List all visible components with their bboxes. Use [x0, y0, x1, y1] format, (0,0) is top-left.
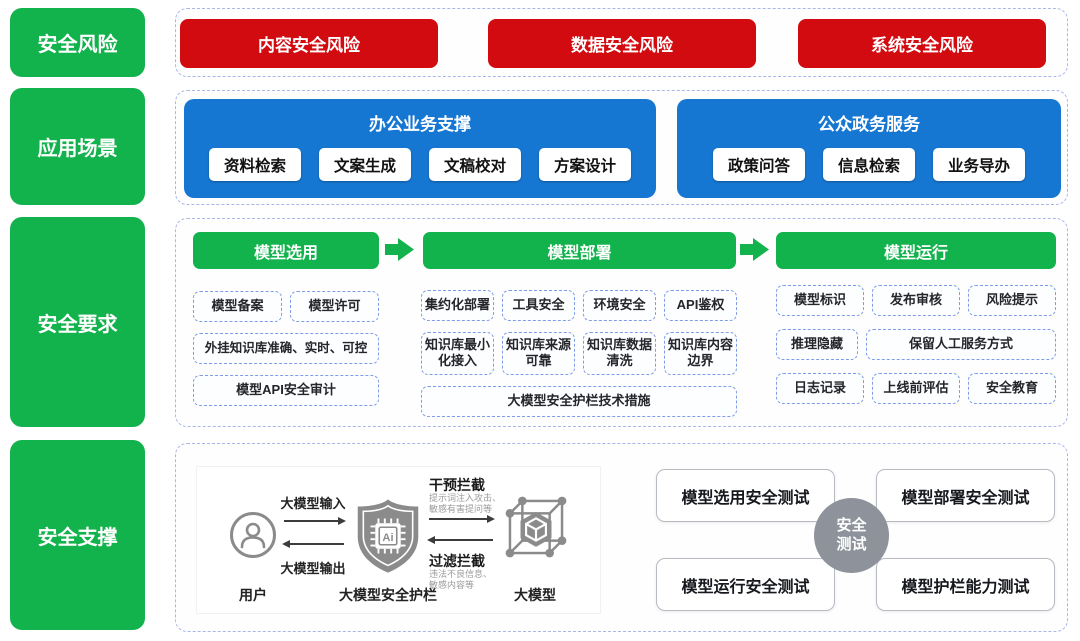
- stage-model-deployment: 模型部署: [423, 232, 736, 269]
- scenario-chip: 政策问答: [713, 148, 805, 181]
- test-guardrail-capability: 模型护栏能力测试: [876, 558, 1055, 611]
- arrow-right-icon: [740, 238, 769, 261]
- sidebar-item-application-scenario: 应用场景: [10, 88, 145, 205]
- requirement-chip: API鉴权: [664, 290, 737, 321]
- test-label: 模型护栏能力测试: [901, 578, 1030, 596]
- risk-data-security: 数据安全风险: [488, 19, 756, 68]
- test-model-deployment: 模型部署安全测试: [876, 469, 1055, 522]
- test-label: 模型运行安全测试: [681, 578, 810, 596]
- application-scenario-section: 办公业务支撑 资料检索 文案生成 文稿校对 方案设计 公众政务服务 政策问答 信…: [175, 90, 1068, 205]
- scenario-chip: 文案生成: [319, 148, 411, 181]
- requirement-chip: 模型API安全审计: [193, 375, 379, 406]
- test-label: 模型选用安全测试: [681, 489, 810, 507]
- security-support-section: 用户 大模型输入 大模型输出 Ai 大模型安全护栏: [175, 443, 1068, 632]
- sidebar-label: 安全风险: [37, 34, 118, 56]
- requirement-chip: 发布审核: [872, 285, 960, 316]
- security-requirement-section: 模型选用 模型部署 模型运行 模型备案 模型许可 外挂知识库准确、实时、可控 模…: [175, 218, 1068, 427]
- arrow-filter-icon: [427, 536, 493, 543]
- selection-requirement-list: 模型备案 模型许可 外挂知识库准确、实时、可控 模型API安全审计: [193, 291, 379, 406]
- requirement-chip: 风险提示: [968, 285, 1056, 316]
- test-model-selection: 模型选用安全测试: [656, 469, 835, 522]
- risk-label: 内容安全风险: [258, 36, 360, 55]
- requirement-chip: 模型标识: [776, 285, 864, 316]
- requirement-chip: 保留人工服务方式: [866, 329, 1056, 360]
- stage-title: 模型部署: [547, 244, 612, 262]
- guardrail-label: 大模型安全护栏: [339, 587, 437, 603]
- requirement-chip: 安全教育: [968, 373, 1056, 404]
- scenario-chip: 资料检索: [209, 148, 301, 181]
- large-model-cube-icon: [505, 496, 567, 558]
- requirement-row: 模型API安全审计: [193, 375, 379, 406]
- requirement-row: 模型标识 发布审核 风险提示: [776, 285, 1056, 316]
- guardrail-flow-diagram: 用户 大模型输入 大模型输出 Ai 大模型安全护栏: [196, 466, 601, 614]
- scenario-chip: 信息检索: [823, 148, 915, 181]
- requirement-chip: 外挂知识库准确、实时、可控: [193, 333, 379, 364]
- risk-label: 系统安全风险: [871, 36, 973, 55]
- security-test-badge: 安全 测试: [814, 498, 889, 573]
- test-label: 模型部署安全测试: [901, 489, 1030, 507]
- requirement-row: 日志记录 上线前评估 安全教育: [776, 373, 1056, 404]
- sidebar-label: 应用场景: [37, 138, 118, 160]
- requirement-chip: 知识库内容边界: [664, 332, 737, 375]
- sidebar-item-security-support: 安全支撑: [10, 440, 145, 630]
- security-risk-section: 内容安全风险 数据安全风险 系统安全风险: [175, 8, 1068, 77]
- stage-title: 模型选用: [253, 244, 318, 262]
- requirement-row: 大模型安全护栏技术措施: [421, 385, 737, 417]
- large-model-label: 大模型: [514, 587, 556, 603]
- requirement-row: 知识库最小化接入 知识库来源可靠 知识库数据清洗 知识库内容边界: [421, 332, 737, 375]
- filter-block-desc: 违法不良信息、 敏感内容等: [429, 569, 493, 591]
- intervene-block-desc: 提示词注入攻击、 敏感有害提问等: [429, 493, 502, 515]
- requirement-chip: 日志记录: [776, 373, 864, 404]
- model-output-label: 大模型输出: [280, 561, 346, 576]
- requirement-chip: 推理隐藏: [776, 329, 858, 360]
- sidebar-label: 安全支撑: [37, 526, 118, 549]
- stage-model-selection: 模型选用: [193, 232, 379, 269]
- stage-model-operation: 模型运行: [776, 232, 1056, 269]
- arrow-right-icon: [385, 238, 414, 261]
- arrow-intervene-icon: [429, 515, 495, 522]
- sidebar-item-security-requirement: 安全要求: [10, 217, 145, 427]
- requirement-chip: 知识库最小化接入: [421, 332, 494, 375]
- requirement-chip: 知识库数据清洗: [583, 332, 656, 375]
- test-model-operation: 模型运行安全测试: [656, 558, 835, 611]
- requirement-chip: 上线前评估: [872, 373, 960, 404]
- scenario-public-service: 公众政务服务 政策问答 信息检索 业务导办: [677, 99, 1061, 198]
- user-label: 用户: [239, 587, 267, 603]
- sidebar-item-security-risk: 安全风险: [10, 8, 145, 77]
- scenario-chip: 文稿校对: [429, 148, 521, 181]
- scenario-title: 办公业务支撑: [369, 115, 471, 134]
- scenario-chip-row: 政策问答 信息检索 业务导办: [677, 148, 1061, 181]
- scenario-chip-row: 资料检索 文案生成 文稿校对 方案设计: [184, 148, 656, 181]
- requirement-row: 模型备案 模型许可: [193, 291, 379, 322]
- scenario-chip: 方案设计: [539, 148, 631, 181]
- requirement-row: 外挂知识库准确、实时、可控: [193, 333, 379, 364]
- risk-label: 数据安全风险: [571, 36, 673, 55]
- requirement-chip: 大模型安全护栏技术措施: [421, 385, 737, 417]
- risk-content-security: 内容安全风险: [180, 19, 438, 68]
- requirement-chip: 环境安全: [583, 290, 656, 321]
- operation-requirement-list: 模型标识 发布审核 风险提示 推理隐藏 保留人工服务方式 日志记录 上线前评估 …: [776, 285, 1056, 406]
- user-icon: [230, 512, 276, 558]
- requirement-chip: 集约化部署: [421, 290, 494, 321]
- requirement-row: 推理隐藏 保留人工服务方式: [776, 329, 1056, 360]
- requirement-chip: 知识库来源可靠: [502, 332, 575, 375]
- guardrail-shield-icon: Ai: [357, 499, 419, 573]
- scenario-office-support: 办公业务支撑 资料检索 文案生成 文稿校对 方案设计: [184, 99, 656, 198]
- requirement-chip: 模型许可: [290, 291, 379, 322]
- scenario-title: 公众政务服务: [818, 115, 920, 134]
- scenario-chip: 业务导办: [933, 148, 1025, 181]
- sidebar-label: 安全要求: [37, 313, 118, 336]
- arrow-output-icon: [282, 540, 344, 547]
- requirement-row: 集约化部署 工具安全 环境安全 API鉴权: [421, 290, 737, 321]
- risk-system-security: 系统安全风险: [798, 19, 1046, 68]
- deployment-requirement-list: 集约化部署 工具安全 环境安全 API鉴权 知识库最小化接入 知识库来源可靠 知…: [421, 290, 737, 417]
- filter-block-title: 过滤拦截: [429, 553, 485, 569]
- intervene-block-title: 干预拦截: [429, 477, 485, 493]
- stage-title: 模型运行: [883, 244, 948, 262]
- requirement-chip: 模型备案: [193, 291, 282, 322]
- arrow-input-icon: [284, 517, 346, 524]
- ai-chip-text: Ai: [382, 532, 393, 544]
- model-input-label: 大模型输入: [280, 496, 346, 511]
- requirement-chip: 工具安全: [502, 290, 575, 321]
